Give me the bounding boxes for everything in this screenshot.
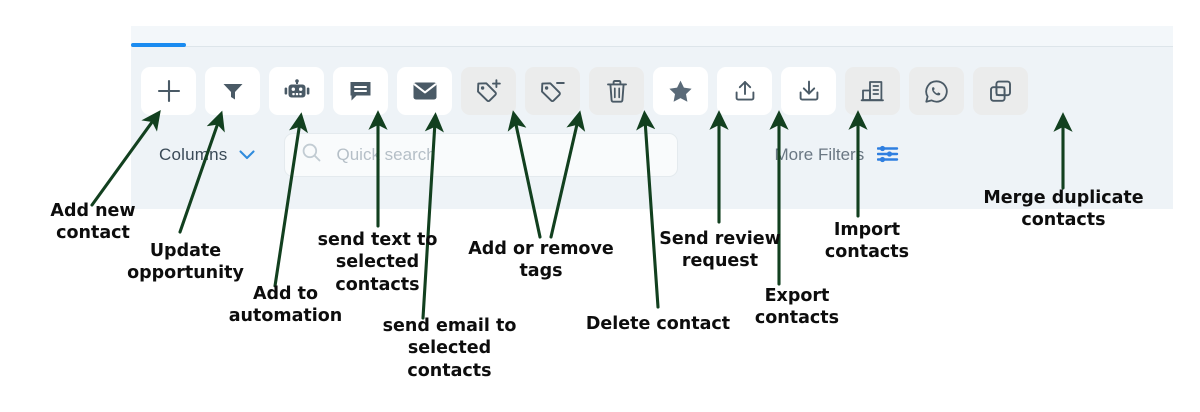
- whatsapp-icon: [924, 79, 949, 104]
- annotation-update-opportunity: Update opportunity: [127, 241, 244, 284]
- send-review-request-button[interactable]: [653, 67, 708, 115]
- update-opportunity-button[interactable]: [205, 67, 260, 115]
- annotation-send-email: send email to selected contacts: [382, 316, 517, 381]
- annotation-send-review-request: Send review request: [659, 229, 781, 272]
- remove-tag-button[interactable]: [525, 67, 580, 115]
- download-icon: [797, 79, 821, 103]
- add-new-contact-button[interactable]: [141, 67, 196, 115]
- merge-duplicate-icon: [988, 79, 1013, 104]
- add-tag-button[interactable]: [461, 67, 516, 115]
- annotation-add-to-automation: Add to automation: [228, 284, 343, 327]
- whatsapp-button[interactable]: [909, 67, 964, 115]
- funnel-icon: [221, 80, 245, 102]
- delete-contact-button[interactable]: [589, 67, 644, 115]
- annotation-merge-duplicate-contacts: Merge duplicate contacts: [983, 188, 1144, 231]
- send-text-button[interactable]: [333, 67, 388, 115]
- annotation-send-text: send text to selected contacts: [317, 230, 438, 295]
- robot-icon: [284, 79, 310, 103]
- trash-icon: [606, 79, 628, 104]
- contacts-panel: Columns More Filters: [131, 26, 1173, 209]
- search-icon: [301, 142, 322, 168]
- chevron-down-icon: [239, 148, 256, 163]
- send-email-button[interactable]: [397, 67, 452, 115]
- more-filters-label: More Filters: [774, 145, 865, 164]
- tag-minus-icon: [539, 78, 567, 104]
- building-icon: [860, 79, 885, 103]
- filter-sliders-icon: [877, 145, 899, 166]
- tab-strip-divider: [131, 46, 1173, 47]
- add-to-automation-button[interactable]: [269, 67, 324, 115]
- filter-row: Columns More Filters: [141, 131, 1163, 179]
- search-input[interactable]: [334, 133, 662, 177]
- plus-icon: [156, 78, 182, 104]
- tab-active-indicator[interactable]: [131, 43, 186, 47]
- merge-duplicate-button[interactable]: [973, 67, 1028, 115]
- columns-label: Columns: [159, 145, 228, 164]
- chat-bubble-icon: [348, 79, 373, 103]
- company-button[interactable]: [845, 67, 900, 115]
- tag-plus-icon: [475, 78, 503, 104]
- envelope-icon: [412, 81, 438, 101]
- annotation-delete-contact: Delete contact: [585, 314, 731, 334]
- star-icon: [668, 79, 693, 103]
- action-icon-toolbar: [141, 67, 1028, 115]
- import-contacts-button[interactable]: [781, 67, 836, 115]
- annotation-add-new-contact: Add new contact: [50, 201, 136, 244]
- tab-strip: [131, 26, 1173, 47]
- search-box[interactable]: [284, 133, 679, 177]
- annotation-export-contacts: Export contacts: [754, 286, 840, 329]
- annotation-add-remove-tags: Add or remove tags: [468, 239, 614, 282]
- export-contacts-button[interactable]: [717, 67, 772, 115]
- upload-icon: [733, 79, 757, 103]
- columns-dropdown[interactable]: Columns: [141, 135, 269, 175]
- more-filters-button[interactable]: More Filters: [774, 135, 899, 175]
- annotation-import-contacts: Import contacts: [824, 220, 910, 263]
